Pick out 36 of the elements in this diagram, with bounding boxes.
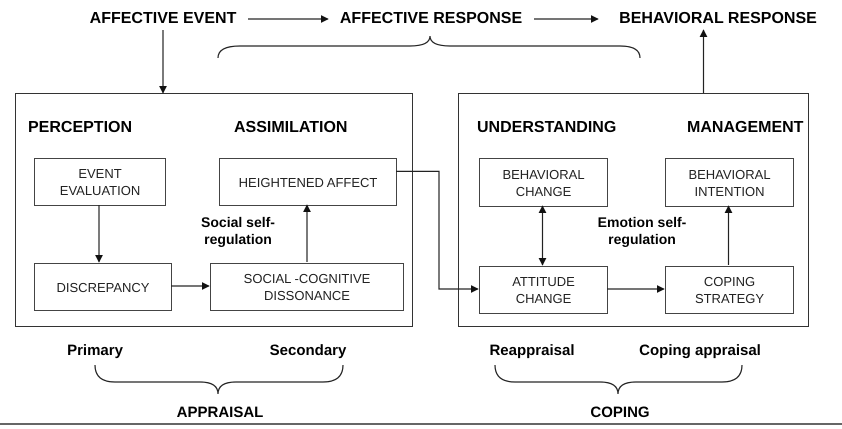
phase-label: Reappraisal [488,341,576,361]
arrow [700,29,708,93]
arrow [724,205,732,265]
stage-title: AFFECTIVE EVENT [78,8,248,30]
phase-label: COPING [589,403,651,423]
process-box: BEHAVIORAL CHANGE [479,158,608,207]
arrow [248,15,329,23]
phase-label: Coping appraisal [638,341,762,361]
stage-heading: ASSIMILATION [234,118,348,138]
stage-panel [458,93,809,327]
stage-heading: UNDERSTANDING [477,118,616,138]
arrow [159,30,167,94]
arrow [95,205,103,263]
arrow [607,285,665,293]
arrow [534,15,599,23]
process-box: EVENT EVALUATION [34,158,166,206]
stage-panel [15,93,413,327]
phase-label: APPRAISAL [176,403,264,423]
process-box: ATTITUDE CHANGE [479,266,608,314]
regulation-label: Social self-regulation [200,214,276,248]
process-box: DISCREPANCY [34,263,172,311]
process-box: SOCIAL -COGNITIVE DISSONANCE [210,263,404,311]
arrow [171,282,210,290]
stage-title: BEHAVIORAL RESPONSE [598,8,838,30]
process-box: COPING STRATEGY [665,266,794,314]
phase-label: Secondary [268,341,348,361]
stage-title: AFFECTIVE RESPONSE [328,8,534,30]
arrow [303,204,311,262]
regulation-label: Emotion self-regulation [596,214,688,248]
arrow [538,205,546,266]
stage-heading: PERCEPTION [28,118,132,138]
stage-heading: MANAGEMENT [687,118,804,138]
arrow [396,170,479,293]
process-box: BEHAVIORAL INTENTION [665,158,794,207]
phase-label: Primary [66,341,124,361]
process-box: HEIGHTENED AFFECT [219,158,397,206]
